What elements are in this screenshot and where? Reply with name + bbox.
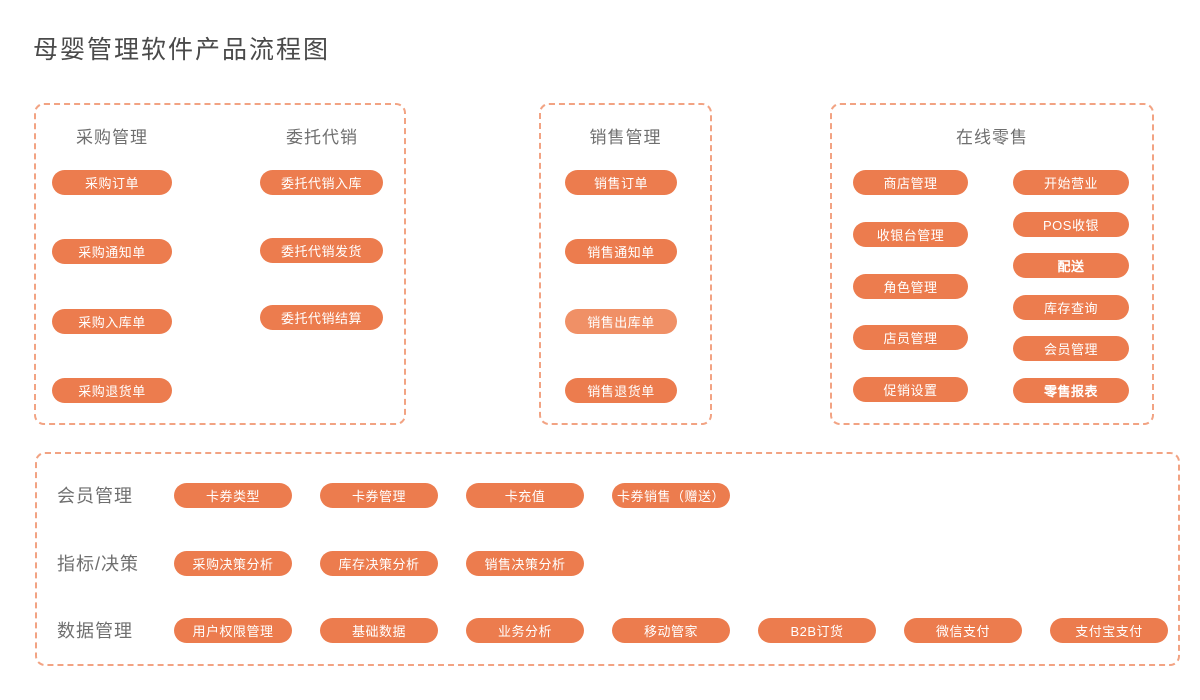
flow-node: 委托代销结算 xyxy=(260,305,383,330)
procurement-pill-column: 采购订单采购通知单采购入库单采购退货单 xyxy=(52,170,172,403)
data-management-pills: 用户权限管理 基础数据 业务分析 移动管家 B2B订货 微信支付 支付宝支付 xyxy=(174,617,1168,643)
online-retail-box: 在线零售 商店管理收银台管理角色管理店员管理促销设置 开始营业 POS收银配送库存… xyxy=(830,103,1154,425)
metrics-decision-row: 指标/决策 采购决策分析 库存决策分析 销售决策分析 xyxy=(57,550,1162,576)
online-retail-header: 在线零售 xyxy=(956,128,1028,147)
procurement-consignment-box: 采购管理 委托代销 采购订单采购通知单采购入库单采购退货单 委托代销入库委托代销… xyxy=(34,103,406,425)
page-title: 母婴管理软件产品流程图 xyxy=(33,36,331,64)
flow-node: 会员管理 xyxy=(1013,336,1129,362)
consignment-pill-column: 委托代销入库委托代销发货委托代销结算 xyxy=(260,170,383,330)
flow-node: 委托代销入库 xyxy=(260,170,383,195)
retail-pill-column-right: 开始营业 POS收银配送库存查询会员管理零售报表 xyxy=(1013,170,1129,403)
flow-node: 业务分析 xyxy=(466,617,584,643)
flow-node: 采购通知单 xyxy=(52,239,172,265)
flow-node: 支付宝支付 xyxy=(1050,617,1168,643)
flow-node: 库存决策分析 xyxy=(320,550,438,576)
data-management-label: 数据管理 xyxy=(57,621,133,641)
flow-node: 卡券管理 xyxy=(320,482,438,508)
flow-node: 商店管理 xyxy=(853,170,968,195)
metrics-decision-pills: 采购决策分析 库存决策分析 销售决策分析 xyxy=(174,550,584,576)
consignment-header: 委托代销 xyxy=(286,128,358,147)
member-management-pills: 卡券类型 卡券管理 卡充值 卡券销售（赠送） xyxy=(174,482,730,508)
flow-node: 委托代销发货 xyxy=(260,237,383,263)
member-management-row: 会员管理 卡券类型 卡券管理 卡充值 卡券销售（赠送） xyxy=(57,482,1162,508)
flow-node: 店员管理 xyxy=(853,325,968,351)
retail-pill-column-left: 商店管理收银台管理角色管理店员管理促销设置 xyxy=(853,170,968,402)
sales-header: 销售管理 xyxy=(589,128,662,147)
flow-node: 销售出库单 xyxy=(565,308,677,334)
flow-node: 收银台管理 xyxy=(853,221,968,247)
data-management-row: 数据管理 用户权限管理 基础数据 业务分析 移动管家 B2B订货 微信支付 支付宝支付 xyxy=(57,617,1168,643)
member-management-label: 会员管理 xyxy=(57,486,133,506)
flow-node: 卡券类型 xyxy=(174,482,292,508)
flow-node: 促销设置 xyxy=(853,377,968,402)
procurement-header: 采购管理 xyxy=(76,128,148,147)
flow-node: 卡券销售（赠送） xyxy=(612,482,730,508)
flow-node: 角色管理 xyxy=(853,273,968,299)
flow-node: 销售退货单 xyxy=(565,377,677,403)
flow-node: B2B订货 xyxy=(758,617,876,643)
sales-box: 销售管理 销售订单销售通知单销售出库单销售退货单 xyxy=(539,103,712,425)
flow-node: 微信支付 xyxy=(904,617,1022,643)
flow-node: 零售报表 xyxy=(1013,377,1129,403)
flow-node: POS收银 xyxy=(1013,211,1129,237)
sales-pill-column: 销售订单销售通知单销售出库单销售退货单 xyxy=(565,170,677,403)
flow-node: 采购订单 xyxy=(52,170,172,195)
flow-node: 采购决策分析 xyxy=(174,550,292,576)
flow-node: 卡充值 xyxy=(466,482,584,508)
flow-node: 销售订单 xyxy=(565,170,677,195)
flow-node: 开始营业 xyxy=(1013,170,1129,195)
flow-node: 配送 xyxy=(1013,253,1129,279)
flow-node: 移动管家 xyxy=(612,617,730,643)
flow-node: 采购入库单 xyxy=(52,308,172,334)
metrics-decision-label: 指标/决策 xyxy=(57,554,140,574)
flow-node: 基础数据 xyxy=(320,617,438,643)
bottom-box: 会员管理 卡券类型 卡券管理 卡充值 卡券销售（赠送） 指标/决策 采购决策分析 库存决… xyxy=(35,452,1180,666)
flow-node: 销售决策分析 xyxy=(466,550,584,576)
flow-node: 库存查询 xyxy=(1013,294,1129,320)
flow-node: 销售通知单 xyxy=(565,239,677,265)
flow-node: 用户权限管理 xyxy=(174,617,292,643)
flow-node: 采购退货单 xyxy=(52,377,172,403)
